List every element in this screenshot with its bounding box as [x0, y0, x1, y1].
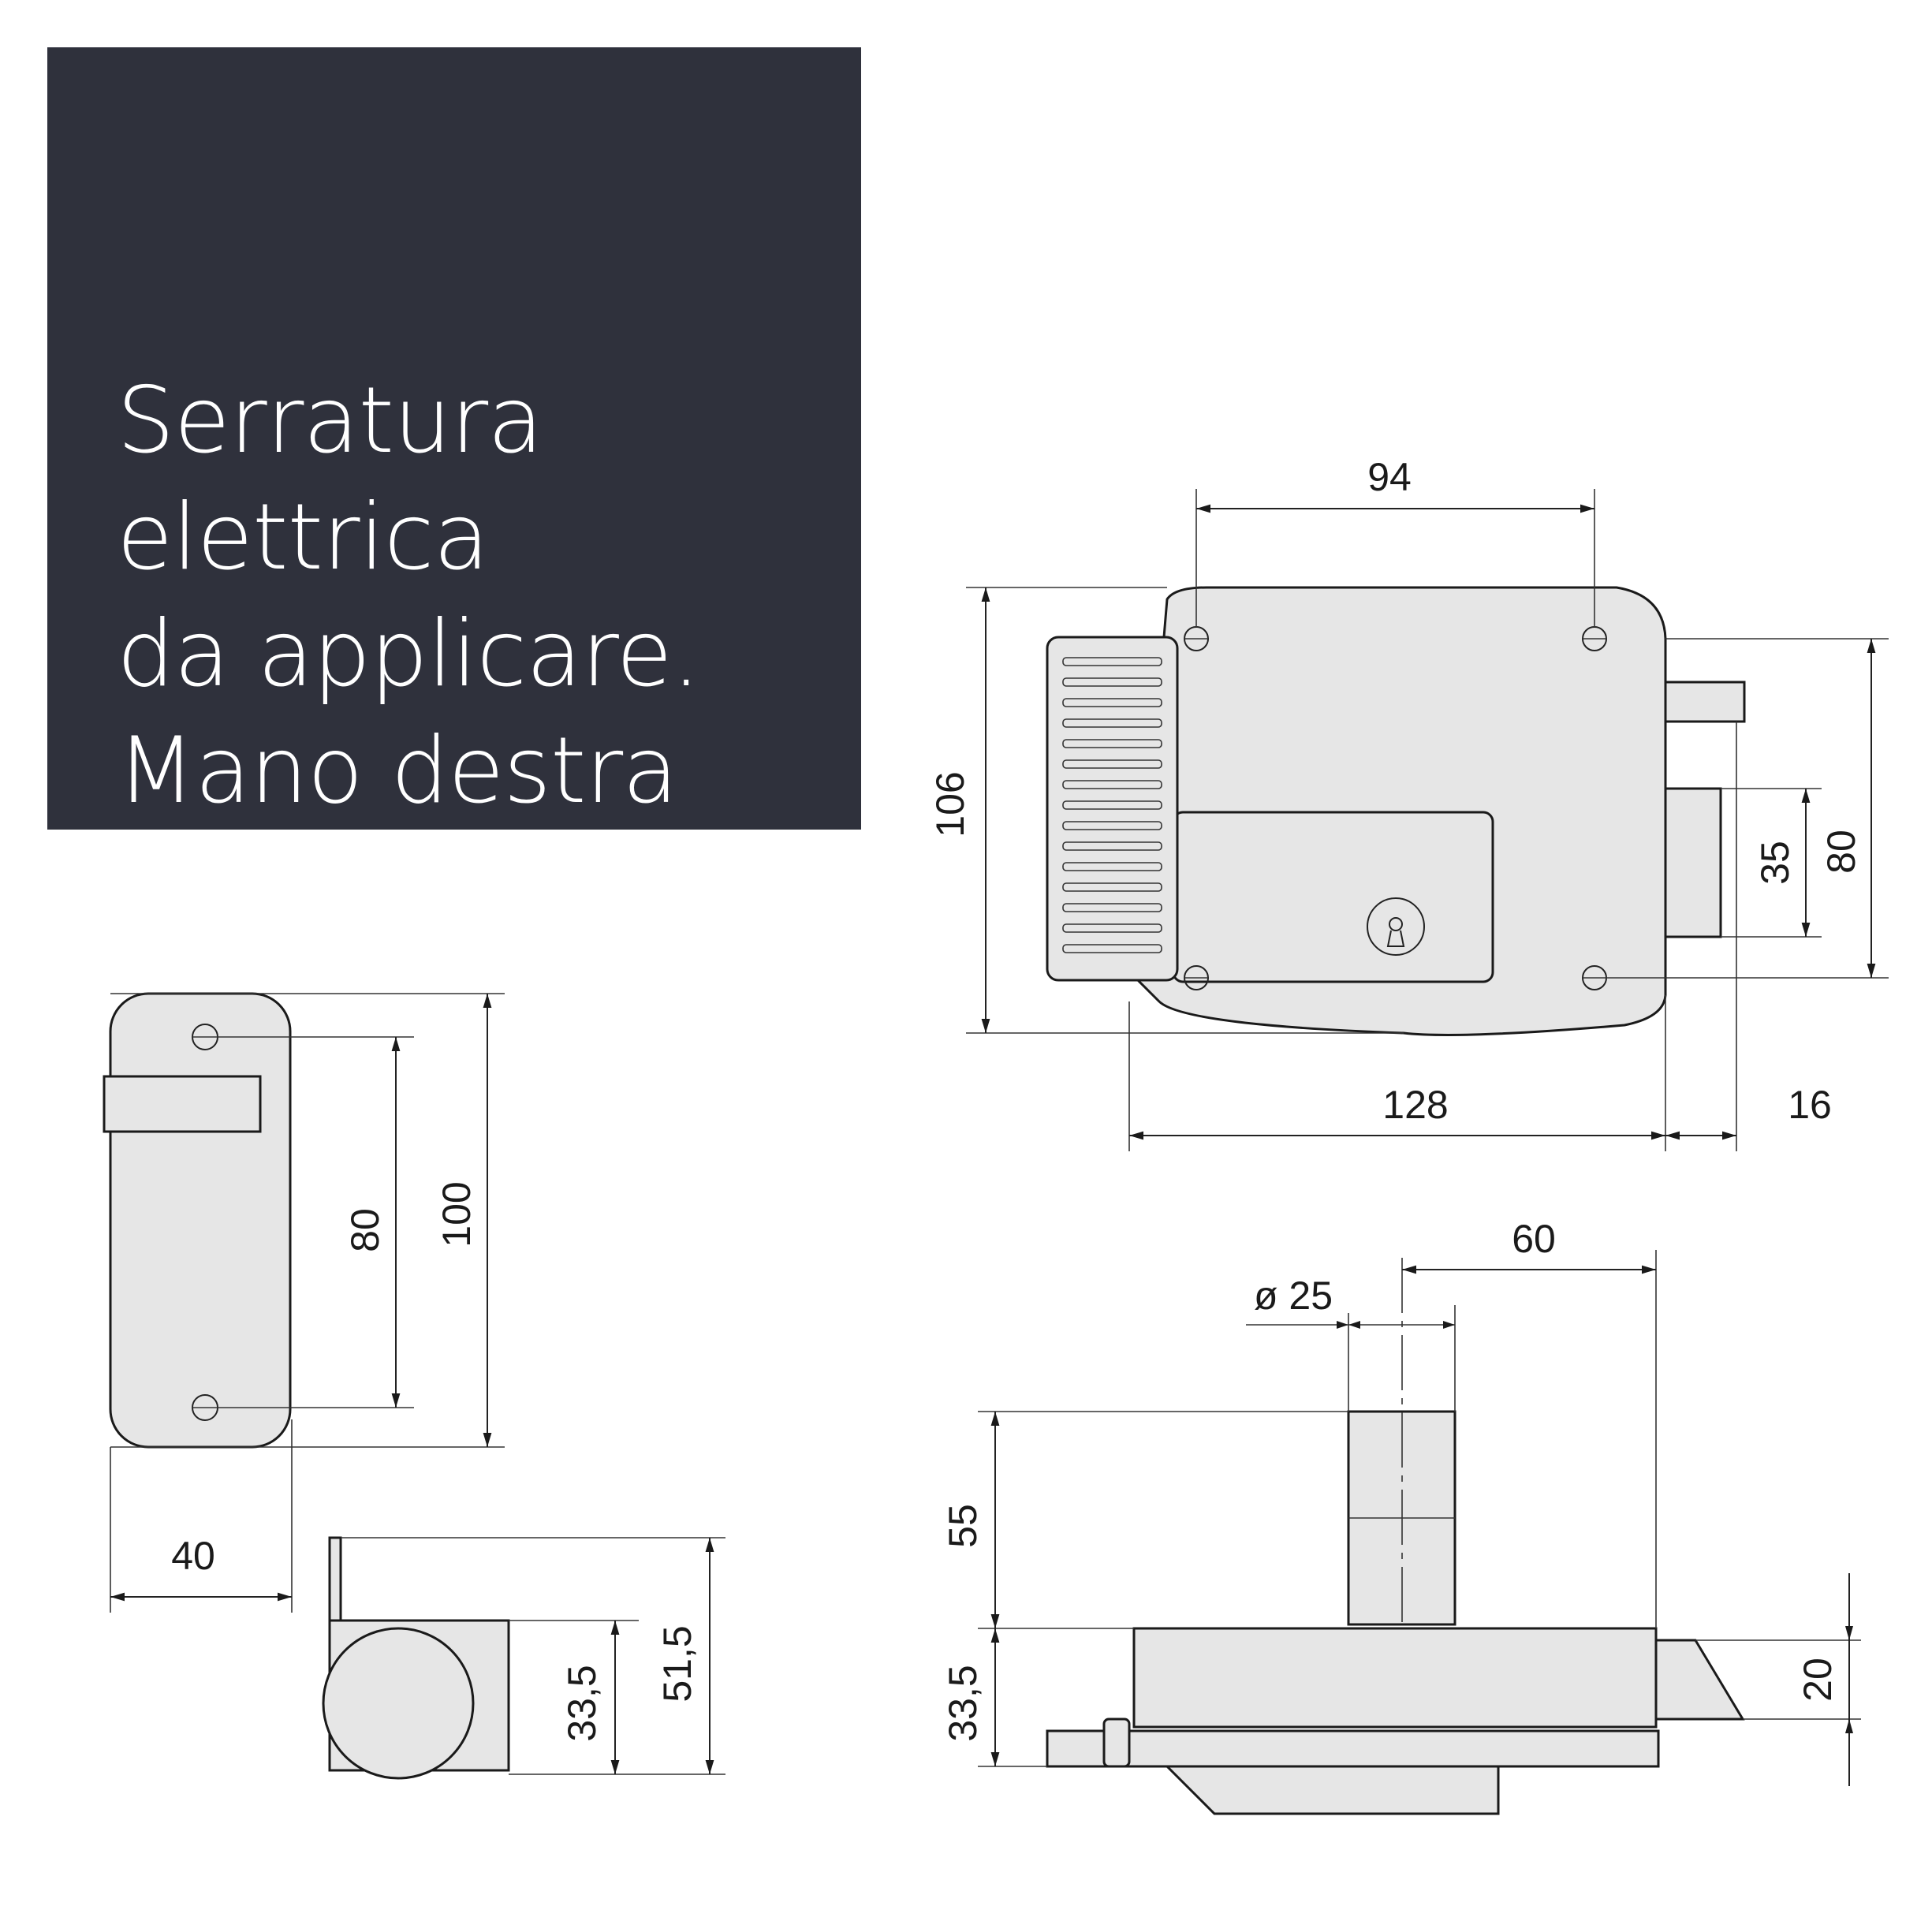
dim-keeper-100: 100: [435, 1181, 479, 1247]
lock-top-view: 60 ø 25 55 33,5 20: [941, 1217, 1861, 1815]
keeper-front-view: 80 100 40: [103, 992, 505, 1613]
lock-top-latch: [1654, 1639, 1745, 1721]
lock-top-body: [1132, 1627, 1658, 1729]
vent-slots: [1062, 657, 1162, 953]
keeper-plate: [109, 992, 292, 1449]
dim-106: 106: [928, 771, 972, 837]
lock-latch: [1664, 787, 1722, 938]
lock-top-base: [1046, 1729, 1660, 1768]
dim-51-5: 51,5: [655, 1625, 699, 1702]
lock-top-tab: [1102, 1718, 1131, 1768]
dim-55: 55: [941, 1504, 985, 1548]
dim-dia-25: ø 25: [1254, 1274, 1333, 1318]
keeper-bar: [103, 1075, 262, 1133]
title-line-3: da applicare.: [117, 601, 701, 707]
keeper-side-roller: [322, 1627, 475, 1780]
dim-33-5-keeper: 33,5: [560, 1665, 604, 1741]
keeper-extension-lines: [110, 993, 505, 1613]
front-extension-lines: [966, 489, 1889, 1151]
dim-33-5-top: 33,5: [941, 1665, 985, 1741]
keeper-side-view: 33,5 51,5: [322, 1536, 725, 1780]
keeper-side-plate: [328, 1536, 342, 1622]
lock-bolt-upper: [1664, 681, 1746, 723]
dim-16: 16: [1788, 1083, 1832, 1127]
dim-60: 60: [1512, 1217, 1556, 1261]
dim-20: 20: [1796, 1658, 1840, 1702]
title-line-2: elettrica: [117, 484, 490, 591]
lock-cover-plate: [1172, 811, 1494, 983]
dim-128: 128: [1382, 1083, 1448, 1127]
dim-80-side: 80: [1819, 830, 1863, 874]
key-cylinder-icon: [1367, 897, 1425, 956]
title-line-4: Mano destra: [117, 718, 678, 824]
dim-keeper-80: 80: [343, 1208, 387, 1252]
front-view-lock: 94 106 128 16 80 35: [928, 455, 1889, 1151]
title-line-1: Serratura: [117, 367, 543, 474]
dim-35: 35: [1753, 841, 1797, 885]
lock-top-front: [1164, 1765, 1500, 1815]
dim-keeper-40: 40: [171, 1534, 215, 1578]
dim-94: 94: [1367, 455, 1412, 499]
product-title: Serratura elettrica da applicare. Mano d…: [117, 363, 842, 830]
top-extension-lines: [978, 1250, 1861, 1767]
title-panel: Serratura elettrica da applicare. Mano d…: [47, 47, 861, 830]
